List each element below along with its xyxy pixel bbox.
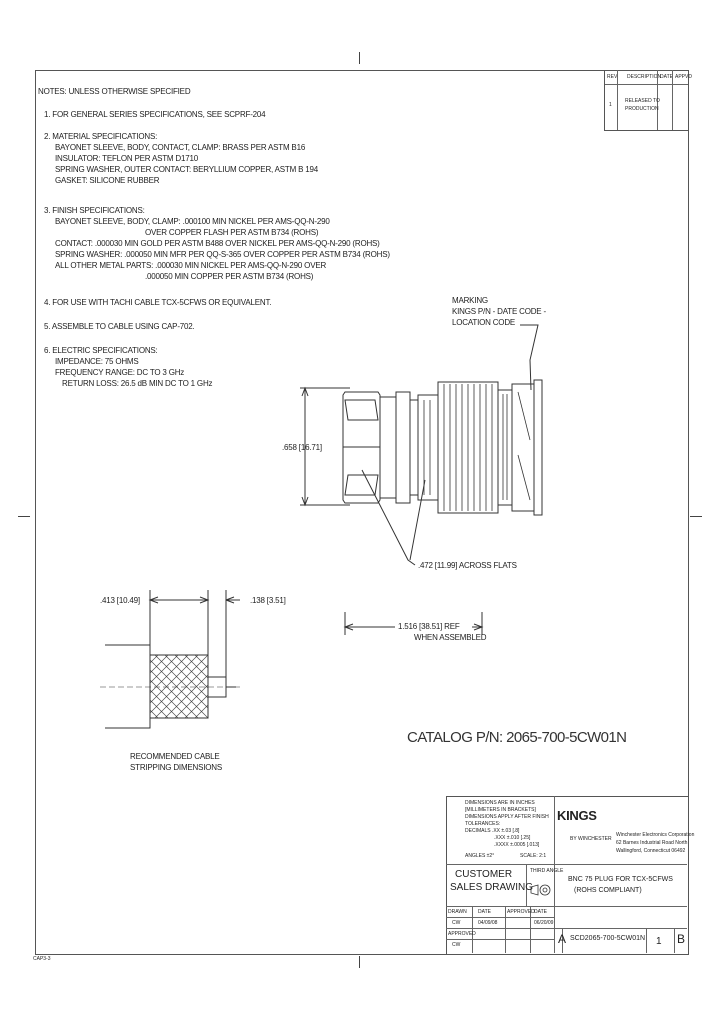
note-6-title: 6. ELECTRIC SPECIFICATIONS: <box>44 346 158 355</box>
date-label: DATE <box>478 909 491 915</box>
drawing-title-line: BNC 75 PLUG FOR TCX-5CFWS <box>568 876 673 883</box>
note-5: 5. ASSEMBLE TO CABLE USING CAP-702. <box>44 322 195 331</box>
strip-dimension-2: .138 [3.51] <box>250 596 286 605</box>
date2-value: 06/20/09 <box>534 920 554 926</box>
approved2-value: CW <box>452 942 461 948</box>
drawing-border <box>35 70 689 955</box>
rev-desc-2: PRODUCTION <box>625 106 659 112</box>
company-line: Winchester Electronics Corporation <box>616 832 695 838</box>
title-block <box>446 796 689 955</box>
note-3-line: SPRING WASHER: .000050 MIN MFR PER QQ-S-… <box>55 250 390 259</box>
drawing-title-line: (ROHS COMPLIANT) <box>574 887 642 894</box>
note-6-line: RETURN LOSS: 26.5 dB MIN DC TO 1 GHz <box>62 379 213 388</box>
flats-dimension: .472 [11.99] ACROSS FLATS <box>418 561 517 570</box>
left-center-tick <box>18 516 30 517</box>
note-2-line: INSULATOR: TEFLON PER ASTM D1710 <box>55 154 198 163</box>
cable-note: RECOMMENDED CABLE <box>130 752 220 761</box>
length-dimension-note: WHEN ASSEMBLED <box>414 633 487 642</box>
approved-label: APPROVED <box>507 909 535 915</box>
projection-symbol-icon <box>530 884 551 896</box>
description-header: DESCRIPTION <box>627 74 662 80</box>
catalog-number: CATALOG P/N: 2065-700-5CW01N <box>407 729 627 746</box>
marking-label: KINGS P/N - DATE CODE - <box>452 307 546 316</box>
note-3-line: ALL OTHER METAL PARTS: .000030 MIN NICKE… <box>55 261 327 270</box>
company-line: Wallingford, Connecticut 06492 <box>616 848 686 854</box>
strip-dimension-1: .413 [10.49] <box>100 596 140 605</box>
note-3-line: CONTACT: .000030 MIN GOLD PER ASTM B488 … <box>55 239 380 248</box>
drawing-number: SCD2065-700-5CW01N <box>570 935 646 942</box>
rev-header: REV <box>607 74 618 80</box>
marking-label: LOCATION CODE <box>452 318 516 327</box>
tolerance-line: DIMENSIONS APPLY AFTER FINISH <box>465 814 549 820</box>
rev-value: 1 <box>609 102 612 108</box>
date-value: 04/09/08 <box>478 920 498 926</box>
note-2-title: 2. MATERIAL SPECIFICATIONS: <box>44 132 158 141</box>
note-1: 1. FOR GENERAL SERIES SPECIFICATIONS, SE… <box>44 110 266 119</box>
appvd-header: APPVD <box>675 74 692 80</box>
tolerance-line: DIMENSIONS ARE IN INCHES <box>465 800 535 806</box>
note-4: 4. FOR USE WITH TACHI CABLE TCX-5CFWS OR… <box>44 298 272 307</box>
notes-heading: NOTES: UNLESS OTHERWISE SPECIFIED <box>38 87 191 96</box>
drawn-label: DRAWN <box>448 909 467 915</box>
height-dimension-label: .658 [16.71] <box>282 443 322 452</box>
tolerance-line: TOLERANCES: <box>465 821 501 827</box>
company-logo: KINGS <box>557 808 597 823</box>
bottom-center-tick <box>359 956 360 968</box>
tolerance-line: ANGLES ±2° <box>465 853 495 859</box>
cable-note: STRIPPING DIMENSIONS <box>130 763 223 772</box>
drawn-value: CW <box>452 920 461 926</box>
note-2-line: GASKET: SILICONE RUBBER <box>55 176 160 185</box>
size-letter: A <box>558 932 567 946</box>
company-line: 62 Barnes Industrial Road North <box>616 840 688 846</box>
sales-drawing-label: SALES DRAWING <box>450 882 533 893</box>
tolerance-line: DECIMALS .XX ±.03 [.8] <box>465 828 520 834</box>
note-3-line: .000050 MIN COPPER PER ASTM B734 (ROHS) <box>145 272 314 281</box>
note-2-line: SPRING WASHER, OUTER CONTACT: BERYLLIUM … <box>55 165 318 174</box>
note-2-line: BAYONET SLEEVE, BODY, CONTACT, CLAMP: BR… <box>55 143 306 152</box>
tolerance-line: [MILLIMETERS IN BRACKETS] <box>465 807 536 813</box>
revision-letter: B <box>677 932 686 946</box>
customer-label: CUSTOMER <box>455 869 513 880</box>
tolerance-line: .XXXX ±.0005 [.013] <box>494 842 540 848</box>
company-sub: BY WINCHESTER <box>570 836 612 842</box>
third-angle-label: THIRD ANGLE <box>530 868 564 874</box>
rev-desc-1: RELEASED TO <box>625 98 660 104</box>
note-3-line: BAYONET SLEEVE, BODY, CLAMP: .000100 MIN… <box>55 217 330 226</box>
tolerance-line: .XXX ±.010 [.25] <box>494 835 531 841</box>
note-6-line: IMPEDANCE: 75 OHMS <box>55 357 139 366</box>
date-header: DATE <box>660 74 673 80</box>
approved2-label: APPROVED <box>448 931 476 937</box>
revision-block: REV DESCRIPTION DATE APPVD 1 RELEASED TO… <box>604 70 692 131</box>
sheet-number: 1 <box>656 936 662 947</box>
note-6-line: FREQUENCY RANGE: DC TO 3 GHz <box>55 368 185 377</box>
length-dimension: 1.516 [38.51] REF <box>398 622 460 631</box>
right-center-tick <box>690 516 702 517</box>
marking-label: MARKING <box>452 296 488 305</box>
date2-label: DATE <box>534 909 547 915</box>
note-3-line: OVER COPPER FLASH PER ASTM B734 (ROHS) <box>145 228 319 237</box>
note-3-title: 3. FINISH SPECIFICATIONS: <box>44 206 145 215</box>
top-center-tick <box>359 52 360 64</box>
footer-code: CAP3-3 <box>33 956 51 962</box>
scale-line: SCALE: 2:1 <box>520 853 547 859</box>
